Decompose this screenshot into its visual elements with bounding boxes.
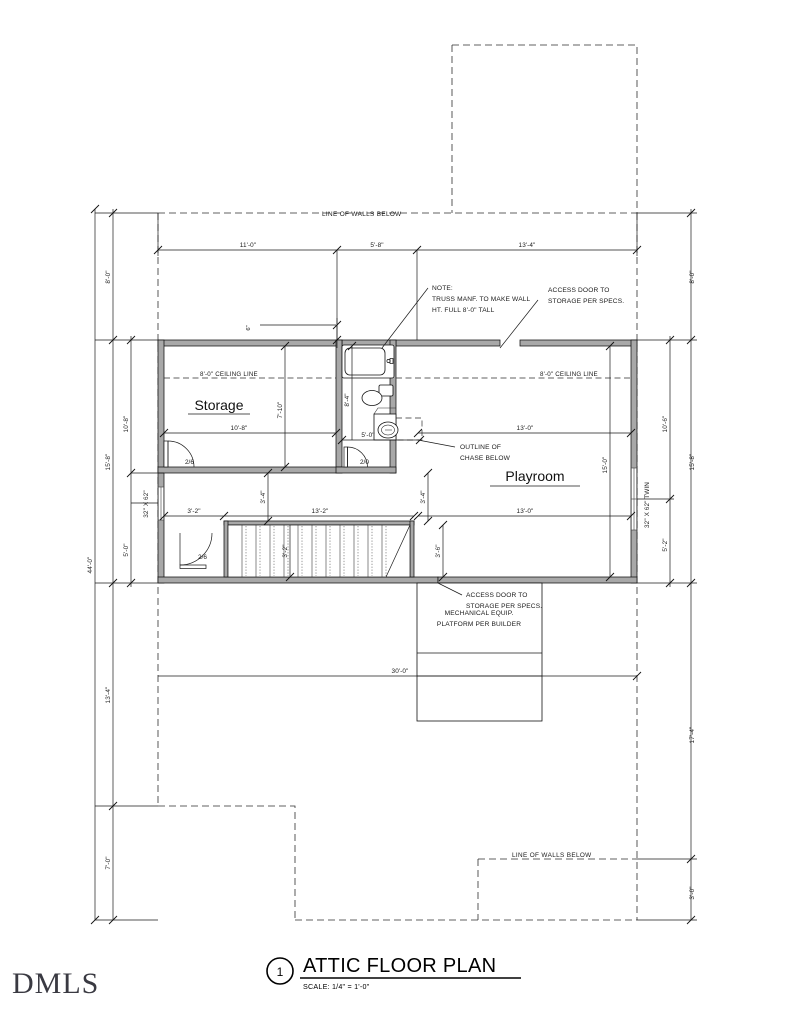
dim-right-inner-2: 5'-2" — [662, 538, 669, 551]
door-tag-stair: 2/6 — [198, 554, 207, 561]
dim-bottom-total: 30'-0" — [392, 668, 409, 675]
truss-note-line2: TRUSS MANF. TO MAKE WALL — [432, 296, 531, 303]
stair-run — [223, 520, 415, 578]
door-tag-storage: 2/6 — [185, 459, 194, 466]
dim-bath-depth: 8'-4" — [344, 393, 351, 406]
dim-stair-width-right: 3'-4" — [420, 490, 427, 503]
dim-right-3: 17'-4" — [689, 727, 696, 744]
detail-number: 1 — [277, 965, 284, 979]
access-door-top-line1: ACCESS DOOR TO — [548, 287, 610, 294]
chase-note-line2: CHASE BELOW — [460, 455, 511, 462]
dim-stair-width-right2: 3'-6" — [435, 544, 442, 557]
window-openings — [158, 467, 637, 531]
mech-note-line1: MECHANICAL EQUIP. — [445, 610, 514, 617]
right-window-label: 32" X 62" TWIN — [644, 482, 651, 528]
dim-storage-depth: 7'-10" — [277, 402, 284, 419]
access-door-note-bottom: ACCESS DOOR TO STORAGE PER SPECS. — [466, 592, 542, 610]
playroom-room-label: Playroom — [505, 468, 564, 484]
mechanical-note: MECHANICAL EQUIP. PLATFORM PER BUILDER — [437, 610, 521, 628]
dim-playroom-height: 15'-0" — [602, 457, 609, 474]
scale-note: SCALE: 1/4" = 1'-0" — [303, 982, 370, 991]
access-door-note-top: ACCESS DOOR TO STORAGE PER SPECS. — [548, 287, 624, 305]
walls-below-outline — [157, 44, 638, 921]
access-door-top-line2: STORAGE PER SPECS. — [548, 298, 624, 305]
chase-note-line1: OUTLINE OF — [460, 444, 501, 451]
dim-top-3: 13'-4" — [519, 242, 536, 249]
dim-top-1: 11'-0" — [240, 242, 256, 249]
interior-partitions — [157, 339, 397, 474]
dimension-interior — [159, 318, 636, 582]
bathroom-fixtures — [341, 344, 399, 441]
dim-stair-width-left: 3'-4" — [260, 490, 267, 503]
mech-note-line2: PLATFORM PER BUILDER — [437, 621, 521, 628]
access-door-bottom-line1: ACCESS DOOR TO — [466, 592, 528, 599]
chase-note: OUTLINE OF CHASE BELOW — [460, 444, 511, 462]
dimension-left-chains — [90, 204, 164, 925]
truss-note: NOTE: TRUSS MANF. TO MAKE WALL HT. FULL … — [432, 285, 531, 314]
sheet-title: ATTIC FLOOR PLAN — [303, 955, 496, 977]
title-block: 1 ATTIC FLOOR PLAN SCALE: 1/4" = 1'-0" — [266, 955, 521, 991]
truss-note-line3: HT. FULL 8'-0" TALL — [432, 307, 495, 314]
dim-left-3: 13'-4" — [105, 687, 112, 704]
left-window-label: 32" X 62" — [143, 490, 150, 517]
dim-top-2: 5'-8" — [370, 242, 383, 249]
access-door-bottom-line2: STORAGE PER SPECS. — [466, 603, 542, 610]
detail-bubble — [266, 957, 294, 985]
dim-right-1: 8'-0" — [689, 270, 696, 283]
storage-room-label: Storage — [194, 397, 243, 413]
dim-stair-width-left2: 3'-2" — [282, 544, 289, 557]
dim-bath-width: 5'-0" — [361, 432, 374, 439]
truss-note-line1: NOTE: — [432, 285, 453, 292]
dim-playroom-upper: 13'-0" — [517, 425, 534, 432]
door-tag-bath: 2/0 — [360, 459, 369, 466]
leader-lines — [381, 287, 539, 596]
dim-playroom-lower: 13'-0" — [517, 508, 534, 515]
door-bath — [343, 446, 368, 468]
dim-left-4: 7'-0" — [105, 856, 112, 869]
ceiling-line-label-left: 8'-0" CEILING LINE — [200, 371, 258, 378]
dim-right-4: 3'-0" — [689, 886, 696, 899]
dim-left-total: 44'-0" — [87, 557, 94, 574]
dimension-top-chain — [153, 213, 642, 340]
dimension-bottom-total — [158, 671, 642, 681]
dim-left-inner-1: 10'-8" — [123, 416, 130, 433]
door-storage — [163, 440, 195, 468]
dim-left-1: 8'-0" — [105, 270, 112, 283]
dim-storage-width: 10'-8" — [231, 425, 248, 432]
dim-left-2: 15'-8" — [105, 454, 112, 471]
chase-outline-below — [396, 417, 423, 441]
walls-below-label-bottom: LINE OF WALLS BELOW — [512, 852, 592, 859]
dim-wall-offset: 6" — [246, 325, 252, 330]
dim-right-2: 15'-8" — [689, 454, 696, 471]
ceiling-line-label-right: 8'-0" CEILING LINE — [540, 371, 598, 378]
dimension-right-chains — [637, 208, 697, 925]
dim-left-inner-2: 5'-0" — [123, 543, 130, 556]
dim-stair-run: 13'-2" — [312, 508, 329, 515]
room-label-playroom: Playroom — [490, 468, 580, 487]
stair-treads — [241, 525, 383, 577]
door-stair — [179, 532, 213, 569]
room-label-storage: Storage — [188, 397, 250, 415]
walls-below-label-top: LINE OF WALLS BELOW — [322, 211, 402, 218]
dmls-logo: DMLS — [12, 967, 99, 1000]
dim-stair-left-offset: 3'-2" — [187, 508, 200, 515]
dim-right-inner-1: 10'-6" — [662, 416, 669, 433]
